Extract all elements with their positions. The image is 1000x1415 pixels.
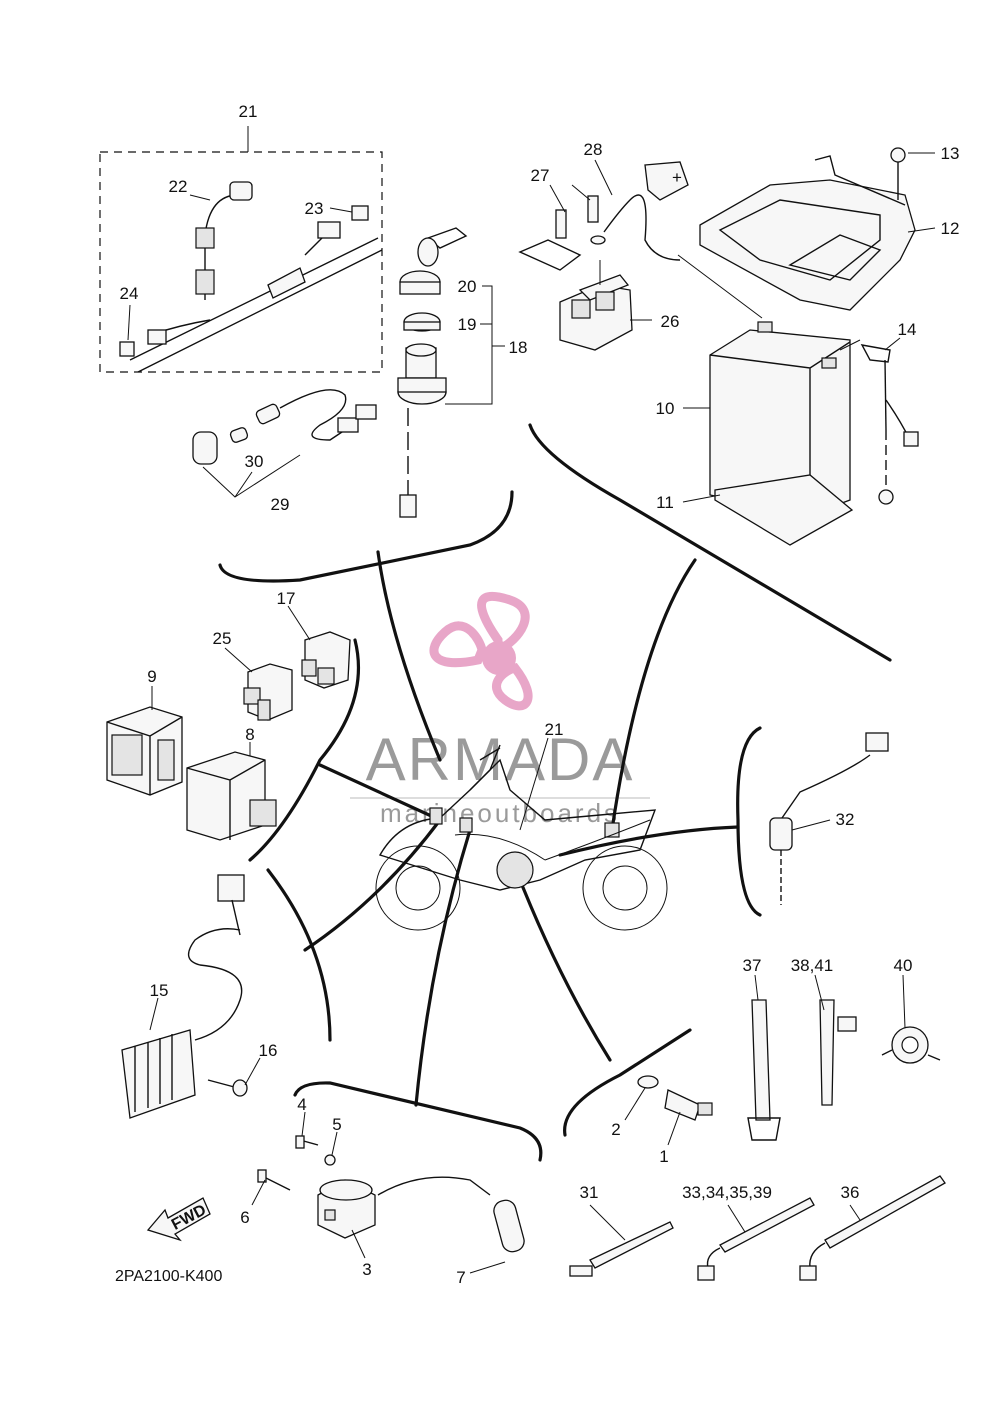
callout-21-center: 21: [545, 720, 564, 739]
leader-lines: [127, 152, 936, 1274]
callout-1: 1: [659, 1147, 668, 1166]
cdi-unit: [106, 706, 183, 796]
callout-8: 8: [245, 725, 254, 744]
callout-23: 23: [305, 199, 324, 218]
callout-12: 12: [941, 219, 960, 238]
temperature-sensor: [769, 732, 889, 905]
watermark-brand: ARMADA: [366, 726, 635, 793]
bulb-socket-assembly: [192, 389, 377, 498]
callout-30: 30: [245, 452, 264, 471]
callout-21-top: 21: [239, 102, 258, 121]
callout-19: 19: [458, 315, 477, 334]
neutral-switch: [637, 1075, 713, 1121]
cable-tie-31: [569, 1221, 674, 1277]
callout-17: 17: [277, 589, 296, 608]
callout-27: 27: [531, 166, 550, 185]
callout-3: 3: [362, 1260, 371, 1279]
callout-2: 2: [611, 1120, 620, 1139]
callout-16: 16: [259, 1041, 278, 1060]
atv-illustration: [375, 744, 668, 931]
callout-7: 7: [456, 1268, 465, 1287]
plus-terminal-mark: +: [672, 168, 682, 187]
callouts: 21 22 23 24 20 19 18 30 29 28 27 26 13 1…: [120, 102, 960, 1287]
callout-4: 4: [297, 1095, 306, 1114]
callout-31: 31: [580, 1183, 599, 1202]
battery-assembly: [677, 147, 919, 546]
callout-13: 13: [941, 144, 960, 163]
callout-24: 24: [120, 284, 139, 303]
callout-15: 15: [150, 981, 169, 1000]
callout-14: 14: [898, 320, 917, 339]
callout-36: 36: [841, 1183, 860, 1202]
wire-harness: [119, 181, 383, 373]
cable-tie-36: [799, 1175, 946, 1281]
ignition-coil: [257, 1135, 525, 1253]
callout-5: 5: [332, 1115, 341, 1134]
callout-38-41: 38,41: [791, 956, 834, 975]
cable-tie-33: [697, 1197, 815, 1281]
callout-20: 20: [458, 277, 477, 296]
fwd-arrow-icon: FWD: [146, 1197, 211, 1242]
main-switch-assembly: [397, 227, 505, 518]
cable-tie-38: [819, 999, 857, 1106]
callout-40: 40: [894, 956, 913, 975]
relay-25: [243, 663, 293, 721]
callout-22: 22: [169, 177, 188, 196]
callout-10: 10: [656, 399, 675, 418]
relay-unit: [186, 751, 277, 841]
callout-32: 32: [836, 810, 855, 829]
diagram-code: 2PA2100-K400: [115, 1268, 222, 1285]
starter-relay-assembly: +: [518, 161, 689, 351]
callout-25: 25: [213, 629, 232, 648]
clamp-40: [881, 1026, 941, 1064]
callout-6: 6: [240, 1208, 249, 1227]
callout-9: 9: [147, 667, 156, 686]
callout-29: 29: [271, 495, 290, 514]
watermark-tagline: marineoutboards: [380, 798, 620, 828]
callout-37: 37: [743, 956, 762, 975]
callout-26: 26: [661, 312, 680, 331]
cable-tie-37: [747, 999, 781, 1141]
callout-18: 18: [509, 338, 528, 357]
callout-11: 11: [656, 493, 674, 512]
callout-28: 28: [584, 140, 603, 159]
relay-17: [301, 631, 351, 689]
rectifier-regulator: [121, 874, 248, 1119]
armada-logo: [429, 591, 533, 711]
harness-kit-boundary: [99, 151, 383, 373]
callout-33-39: 33,34,35,39: [682, 1183, 772, 1202]
